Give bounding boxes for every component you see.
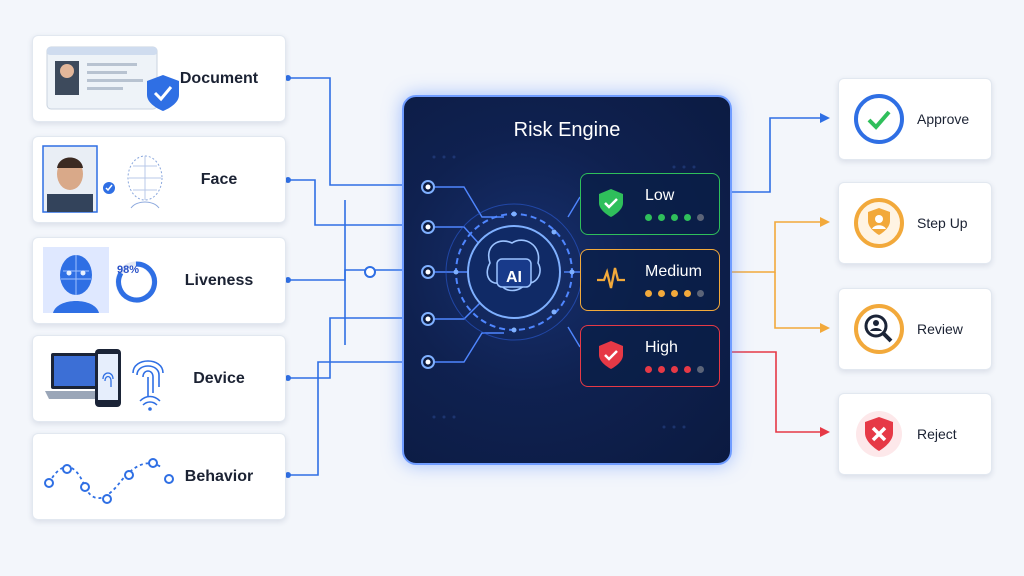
risk-level-medium: Medium [580,249,720,311]
input-label-liveness: Liveness [184,271,254,289]
input-card-face[interactable]: Face [32,136,286,223]
risk-dot [684,214,691,221]
risk-label-low: Low [645,187,675,204]
engine-circuitry [421,155,696,429]
risk-dot [645,366,652,373]
risk-dot [671,290,678,297]
risk-dot [658,290,665,297]
input-card-behavior[interactable]: Behavior [32,433,286,520]
risk-label-medium: Medium [645,263,702,280]
input-label-face: Face [200,170,238,188]
green-shield-check-icon [599,189,623,217]
risk-dot [697,366,704,373]
input-label-document: Document [179,69,259,87]
risk-dot [697,290,704,297]
user-shield-icon [854,198,904,248]
outcome-label-reject: Reject [917,426,957,442]
risk-level-high: High [580,325,720,387]
engine-title: Risk Engine [513,119,621,141]
risk-dot [658,214,665,221]
risk-dot [671,214,678,221]
input-card-device[interactable]: Device [32,335,286,422]
risk-dot [671,366,678,373]
risk-dot [645,214,652,221]
risk-dots-high [645,366,704,373]
face-scan-icon [42,145,163,213]
magnifier-user-icon [854,304,904,354]
behavior-path-icon [44,458,174,504]
red-shield-check-icon [599,341,623,369]
outcome-card-review[interactable]: Review [838,288,992,370]
laptop-phone-fingerprint-icon [45,349,164,411]
risk-label-high: High [645,339,678,356]
risk-dots-low [645,214,704,221]
risk-engine-panel: Risk Engine AI Low Medium High [402,95,732,465]
liveness-head-icon [43,247,158,313]
input-label-device: Device [193,369,245,387]
input-card-document[interactable]: Document [32,35,286,122]
input-card-liveness[interactable]: 98% Liveness [32,237,286,324]
outcome-card-approve[interactable]: Approve [838,78,992,160]
id-card-with-shield-icon [46,46,179,111]
pulse-icon [597,267,625,289]
risk-dot [684,366,691,373]
risk-dot [684,290,691,297]
risk-dot [645,290,652,297]
outcome-card-reject[interactable]: Reject [838,393,992,475]
outcome-label-review: Review [917,321,963,337]
ai-core-label: AI [506,269,522,286]
check-circle-icon [854,94,904,144]
liveness-score: 98% [116,264,140,276]
risk-dot [658,366,665,373]
outcome-label-approve: Approve [917,111,970,127]
risk-level-low: Low [580,173,720,235]
input-label-behavior: Behavior [184,467,254,485]
x-shield-icon [856,411,902,457]
outcome-label-step-up: Step Up [917,215,968,231]
risk-dots-medium [645,290,704,297]
outcome-card-step-up[interactable]: Step Up [838,182,992,264]
risk-dot [697,214,704,221]
